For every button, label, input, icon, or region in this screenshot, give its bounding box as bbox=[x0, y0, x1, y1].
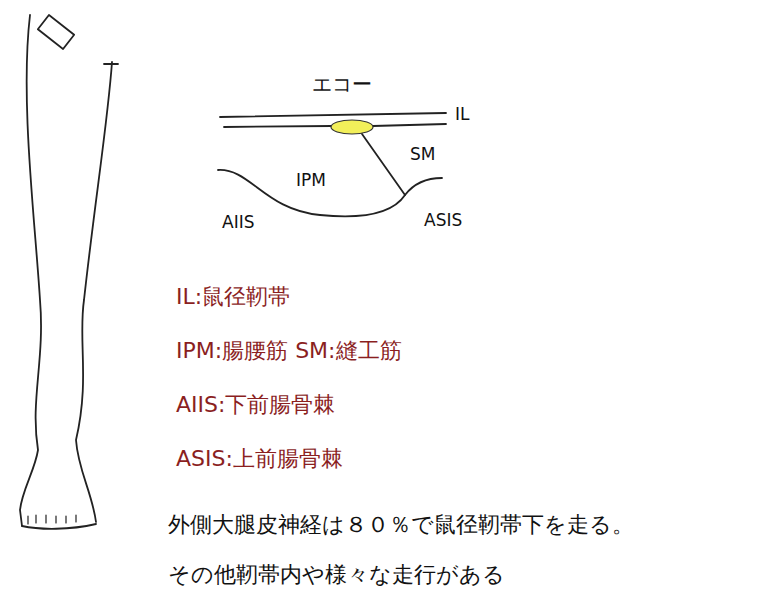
leg-outline bbox=[76, 62, 112, 522]
toe-marks bbox=[28, 515, 76, 524]
nerve bbox=[331, 120, 373, 134]
abbreviation-note: ASIS:上前腸骨棘 bbox=[176, 446, 343, 472]
abbreviation-note: IL:鼠径靭帯 bbox=[176, 284, 290, 310]
ligament-line bbox=[373, 124, 446, 126]
part-label: ASIS bbox=[424, 210, 462, 230]
part-label: IPM bbox=[296, 170, 326, 190]
ligament-line bbox=[224, 126, 332, 127]
abbreviation-note: IPM:腸腰筋 SM:縫工筋 bbox=[176, 338, 402, 364]
explanation-note: その他靭帯内や様々な走行がある bbox=[168, 562, 505, 588]
abbreviation-note: AIIS:下前腸骨棘 bbox=[176, 392, 335, 418]
explanation-note: 外側大腿皮神経は８０％で鼠径靭帯下を走る。 bbox=[168, 512, 634, 538]
part-label: IL bbox=[455, 104, 470, 124]
foot-outline bbox=[22, 524, 96, 529]
hip-tick bbox=[104, 63, 118, 65]
probe bbox=[38, 15, 74, 49]
image-heading: エコー bbox=[312, 72, 372, 96]
part-label: AIIS bbox=[222, 212, 254, 232]
ligament-line bbox=[220, 113, 446, 117]
fascia-line bbox=[362, 134, 405, 195]
leg-outline bbox=[20, 15, 41, 526]
part-label: SM bbox=[410, 144, 435, 164]
bone-contour bbox=[218, 170, 442, 216]
